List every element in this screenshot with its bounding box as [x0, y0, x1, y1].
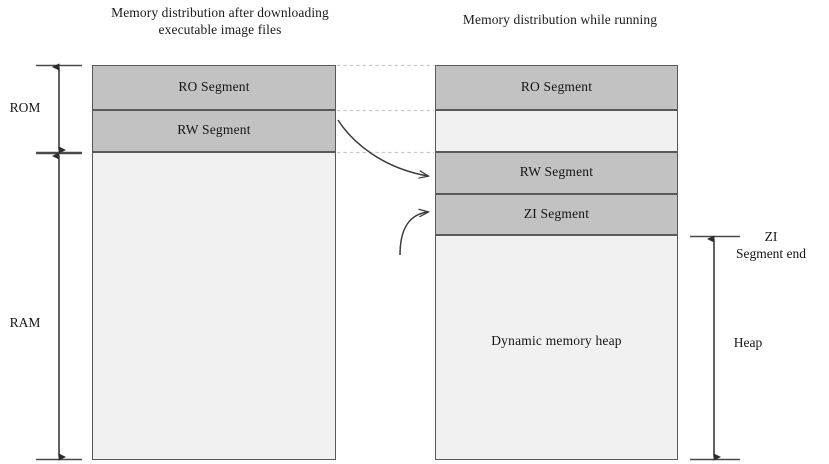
- right-gap-area: [435, 110, 678, 152]
- right-diagram-title: Memory distribution while running: [462, 12, 658, 27]
- left-ro-segment: RO Segment: [92, 65, 336, 110]
- right-dynamic-heap: Dynamic memory heap: [435, 235, 678, 460]
- right-ro-segment-label: RO Segment: [520, 79, 593, 94]
- left-rw-segment: RW Segment: [92, 110, 336, 152]
- heap-bracket: [690, 235, 740, 461]
- right-rw-segment-label: RW Segment: [519, 164, 594, 179]
- left-diagram-title: Memory distribution after downloading ex…: [111, 5, 329, 37]
- ram-bracket-label: RAM: [9, 315, 41, 330]
- right-ro-segment: RO Segment: [435, 65, 678, 110]
- rw-relocation-arrow: [337, 119, 428, 176]
- heap-bracket-label: Heap: [733, 335, 763, 350]
- left-rw-segment-label: RW Segment: [177, 122, 251, 137]
- rom-bracket: [36, 63, 82, 154]
- right-zi-segment: ZI Segment: [435, 194, 678, 235]
- ram-bracket: [36, 152, 82, 461]
- rom-bracket-label: ROM: [9, 100, 41, 115]
- left-ro-segment-label: RO Segment: [178, 79, 250, 94]
- alignment-connectors: [337, 64, 434, 154]
- right-dynamic-heap-label: Dynamic memory heap: [491, 333, 622, 348]
- zi-end-line1: ZI: [764, 229, 778, 244]
- right-rw-segment: RW Segment: [435, 152, 678, 194]
- zi-segment-end-marker-label: ZI Segment end: [716, 228, 826, 262]
- zi-creation-arrow: [399, 212, 428, 256]
- left-free-memory-area: [92, 152, 336, 460]
- zi-end-line2: Segment end: [735, 246, 807, 261]
- right-zi-segment-label: ZI Segment: [523, 206, 590, 221]
